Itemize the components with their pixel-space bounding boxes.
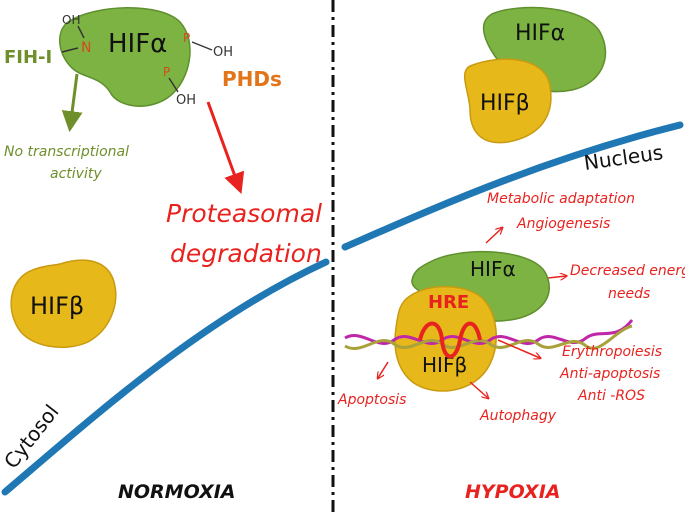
nucleus-membrane	[341, 121, 684, 251]
nucleus-label: Nucleus	[582, 140, 664, 175]
n-oh-bond	[77, 25, 85, 39]
n-residue-label: N	[81, 40, 91, 56]
hif-beta-blob-normoxia	[10, 259, 117, 348]
fih-label: FIH-I	[4, 47, 52, 68]
decreased-arrow	[547, 276, 566, 278]
dna-strand-2	[344, 324, 633, 350]
hif-beta-label-hypoxia-top: HIFβ	[480, 91, 530, 116]
p2-label: P	[163, 65, 170, 79]
hif-beta-blob-hypoxia-top	[463, 58, 552, 144]
hif-alpha-blob-normoxia	[59, 7, 191, 107]
angiogenesis-arrow	[485, 228, 502, 244]
autophagy-label: Autophagy	[479, 408, 557, 424]
apoptosis-arrow	[378, 361, 389, 378]
hif-alpha-label-hypoxia-top: HIFα	[515, 21, 565, 46]
p2-bond	[168, 77, 179, 93]
phds-label: PHDs	[222, 67, 282, 91]
proteasomal-line1: Proteasomal	[166, 199, 322, 228]
decreased-line2: needs	[608, 286, 650, 302]
p1-bond	[191, 41, 213, 51]
decreased-line1: Decreased energy	[570, 263, 685, 279]
p2-oh-label: OH	[176, 93, 196, 108]
hif-alpha-label-normoxia: HIFα	[108, 29, 167, 59]
n-oh-label: OH	[62, 13, 80, 27]
cytosol-membrane	[1, 258, 330, 496]
apoptosis-label: Apoptosis	[337, 392, 406, 408]
erythropoiesis-label: Erythropoiesis	[562, 344, 662, 360]
degradation-arrow	[206, 101, 245, 194]
normoxia-title: NORMOXIA	[118, 481, 236, 503]
hif-beta-label-normoxia: HIFβ	[30, 292, 84, 320]
hif-alpha-label-hypoxia-bound: HIFα	[470, 257, 516, 281]
cytosol-label: Cytosol	[0, 400, 64, 473]
erythropoiesis-arrow	[497, 339, 540, 358]
hre-label: HRE	[428, 292, 469, 313]
anti-ros-label: Anti -ROS	[577, 388, 645, 404]
fih-bond	[61, 47, 79, 53]
no-activity-arrow	[61, 73, 83, 133]
autophagy-arrow	[469, 381, 488, 398]
no-activity-line1: No transcriptional	[4, 144, 129, 160]
hypoxia-title: HYPOXIA	[465, 481, 560, 503]
hif-beta-label-hypoxia-bound: HIFβ	[422, 353, 467, 377]
metabolic-label: Metabolic adaptation	[487, 191, 635, 207]
no-activity-line2: activity	[50, 166, 102, 182]
proteasomal-line2: degradation	[170, 239, 322, 268]
anti-apoptosis-label: Anti-apoptosis	[559, 366, 660, 382]
p1-oh-label: OH	[213, 45, 233, 60]
hre-helix	[418, 321, 482, 359]
angiogenesis-label: Angiogenesis	[516, 216, 610, 232]
p1-label: P	[183, 31, 190, 45]
dna-strand-1	[344, 319, 634, 345]
